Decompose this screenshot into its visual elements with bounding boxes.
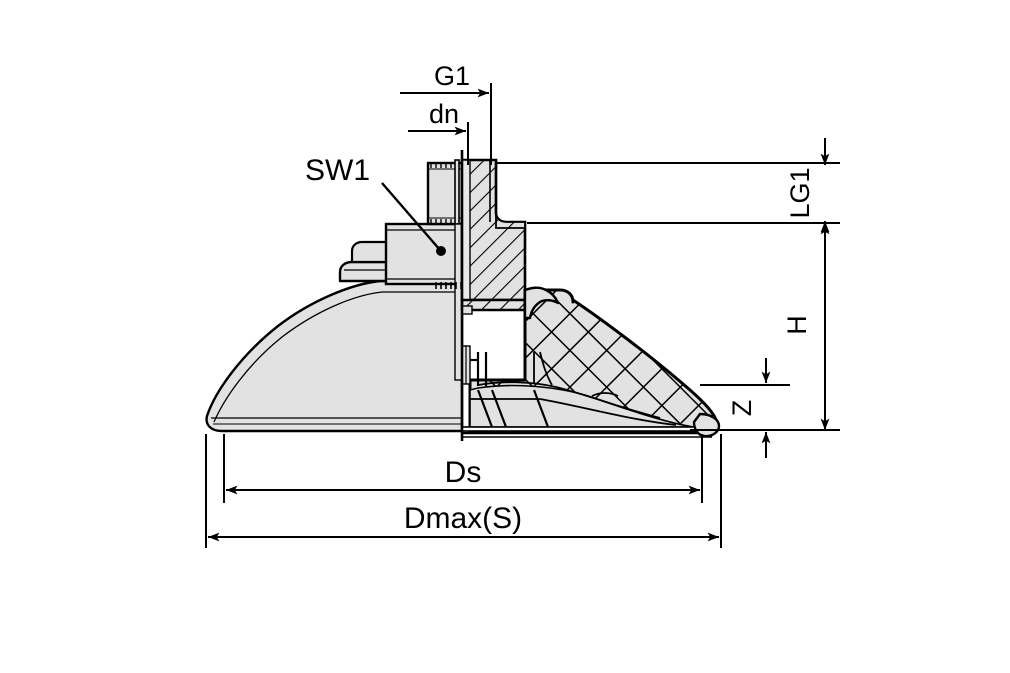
cup-bell-rim-line-left [213, 291, 462, 423]
hex-wrench-body-left [384, 222, 464, 286]
sw1-label: SW1 [305, 154, 370, 187]
dimension-dmax: Dmax(S) [205, 434, 722, 548]
dn-label: dn [429, 99, 459, 129]
ds-label: Ds [445, 456, 482, 489]
dimension-ds: Ds [223, 434, 703, 503]
cup-lip-bead-section [692, 412, 721, 438]
z-label: Z [727, 400, 757, 417]
dimension-sw1: SW1 [305, 154, 446, 256]
internal-support-struts [470, 352, 550, 428]
suction-cup-geometry [205, 150, 721, 441]
dmax-label: Dmax(S) [404, 502, 522, 535]
sw1-leader-dot [436, 246, 446, 256]
internal-lip-ribs [470, 351, 677, 426]
stem-collar-step [495, 212, 526, 229]
rubber-upper-bead-section [523, 286, 560, 320]
g1-label: G1 [434, 61, 470, 91]
cup-bell-outer-left [205, 279, 464, 433]
dimension-z: Z [690, 358, 790, 458]
sw1-leader-line [381, 182, 441, 251]
h-label: H [782, 315, 812, 335]
dimension-g1: G1 [400, 61, 492, 165]
lg1-label: LG1 [785, 167, 815, 218]
shank-flange-sliver-left [454, 159, 460, 225]
serration-teeth [435, 282, 462, 289]
dimension-dn: dn [408, 99, 469, 165]
dimension-lg1: LG1 [497, 138, 840, 248]
